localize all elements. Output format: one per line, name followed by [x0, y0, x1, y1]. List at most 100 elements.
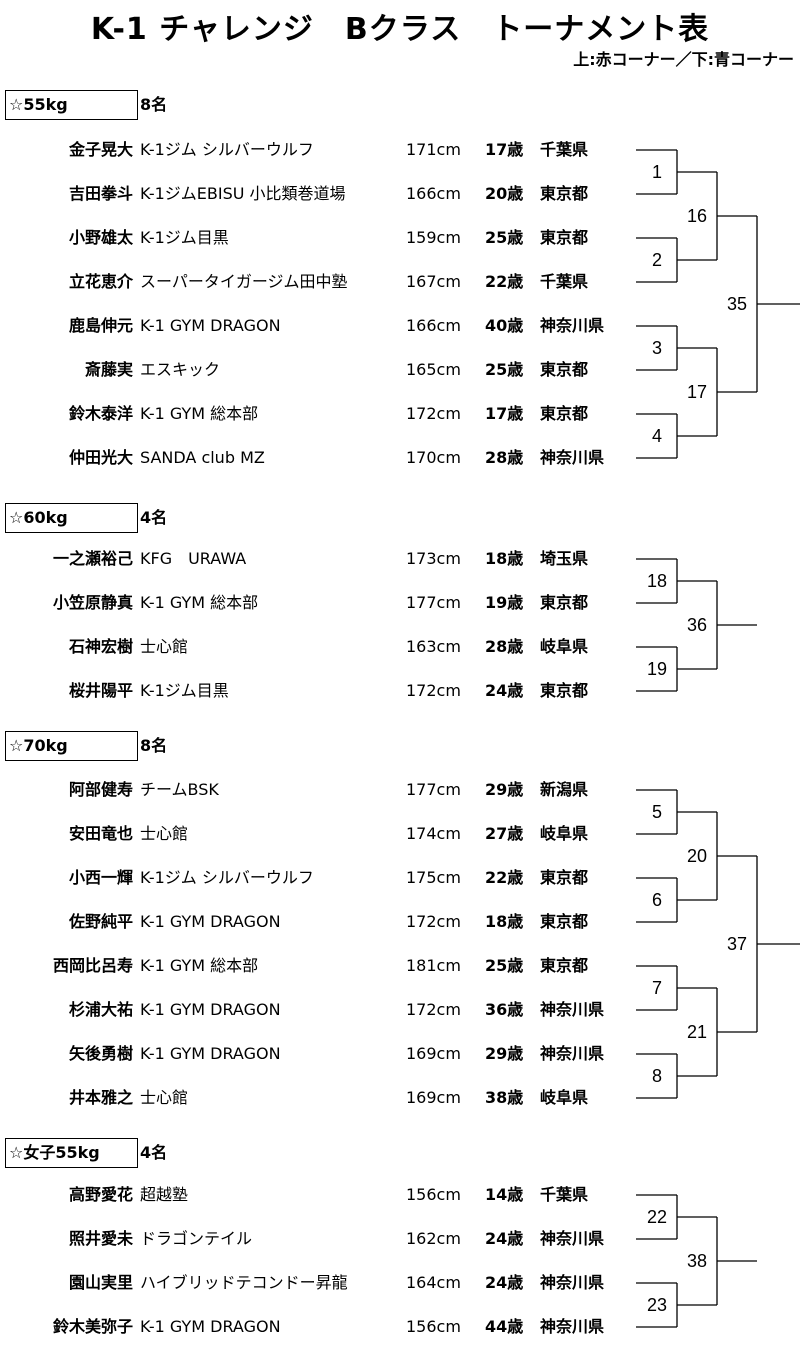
match-number: 37 — [727, 934, 747, 954]
player-gym: チームBSK — [140, 780, 219, 799]
player-height: 173cm — [406, 549, 461, 568]
entrant-count: 4名 — [140, 508, 168, 527]
player-age: 29歳 — [485, 780, 524, 799]
player-prefecture: 千葉県 — [540, 1185, 589, 1204]
player-prefecture: 千葉県 — [540, 272, 589, 291]
match-number: 18 — [647, 571, 667, 591]
player-height: 164cm — [406, 1273, 461, 1292]
match-number: 17 — [687, 382, 707, 402]
player-age: 24歳 — [485, 681, 524, 700]
player-height: 174cm — [406, 824, 461, 843]
player-prefecture: 神奈川県 — [540, 1229, 605, 1248]
player-name: 金子晃大 — [68, 140, 133, 159]
player-name: 小西一輝 — [68, 868, 133, 887]
player-prefecture: 東京都 — [540, 228, 589, 247]
player-prefecture: 神奈川県 — [540, 1273, 605, 1292]
player-age: 44歳 — [485, 1317, 524, 1336]
player-prefecture: 岐阜県 — [540, 637, 589, 656]
player-name: 石神宏樹 — [68, 637, 133, 656]
player-prefecture: 東京都 — [540, 956, 589, 975]
player-gym: 士心館 — [140, 1088, 189, 1107]
player-gym: 超越塾 — [140, 1185, 189, 1204]
player-prefecture: 東京都 — [540, 184, 589, 203]
player-gym: 士心館 — [140, 637, 189, 656]
player-prefecture: 埼玉県 — [540, 549, 589, 568]
player-name: 立花恵介 — [68, 272, 133, 291]
match-number: 5 — [652, 802, 662, 822]
entrant-count: 4名 — [140, 1143, 168, 1162]
page-title: K-1 チャレンジ Bクラス トーナメント表 — [90, 12, 710, 47]
weight-class-label: ☆55kg — [5, 90, 138, 120]
match-number: 19 — [647, 659, 667, 679]
player-prefecture: 千葉県 — [540, 140, 589, 159]
player-age: 28歳 — [485, 448, 524, 467]
match-number: 7 — [652, 978, 662, 998]
player-height: 166cm — [406, 316, 461, 335]
player-gym: K-1 GYM DRAGON — [140, 316, 281, 335]
player-name: 杉浦大祐 — [68, 1000, 133, 1019]
player-age: 25歳 — [485, 228, 524, 247]
player-prefecture: 東京都 — [540, 912, 589, 931]
player-height: 159cm — [406, 228, 461, 247]
player-height: 156cm — [406, 1185, 461, 1204]
player-gym: K-1 GYM DRAGON — [140, 1000, 281, 1019]
player-height: 172cm — [406, 404, 461, 423]
player-gym: SANDA club MZ — [140, 448, 265, 467]
player-height: 172cm — [406, 912, 461, 931]
match-number: 23 — [647, 1295, 667, 1315]
player-prefecture: 新潟県 — [540, 780, 589, 799]
player-height: 169cm — [406, 1088, 461, 1107]
player-gym: ドラゴンテイル — [140, 1229, 253, 1248]
player-height: 181cm — [406, 956, 461, 975]
match-number: 1 — [652, 162, 662, 182]
player-age: 29歳 — [485, 1044, 524, 1063]
player-height: 163cm — [406, 637, 461, 656]
player-age: 27歳 — [485, 824, 524, 843]
player-age: 24歳 — [485, 1273, 524, 1292]
match-number: 8 — [652, 1066, 662, 1086]
player-age: 40歳 — [485, 316, 524, 335]
player-height: 167cm — [406, 272, 461, 291]
player-prefecture: 東京都 — [540, 868, 589, 887]
player-name: 桜井陽平 — [68, 681, 133, 700]
player-gym: エスキック — [140, 360, 221, 379]
player-height: 166cm — [406, 184, 461, 203]
player-age: 25歳 — [485, 956, 524, 975]
player-age: 24歳 — [485, 1229, 524, 1248]
player-name: 小野雄太 — [68, 228, 133, 247]
player-name: 佐野純平 — [68, 912, 133, 931]
player-name: 一之瀬裕己 — [52, 549, 133, 568]
player-gym: K-1 GYM DRAGON — [140, 912, 281, 931]
match-number: 4 — [652, 426, 662, 446]
player-name: 小笠原静真 — [52, 593, 133, 612]
player-row: 佐野純平 K-1 GYM DRAGON 172cm 18歳東京都 — [0, 900, 800, 944]
player-age: 18歳 — [485, 912, 524, 931]
weight-class-label: ☆70kg — [5, 731, 138, 761]
player-height: 177cm — [406, 593, 461, 612]
player-prefecture: 神奈川県 — [540, 448, 605, 467]
player-age: 20歳 — [485, 184, 524, 203]
player-age: 38歳 — [485, 1088, 524, 1107]
player-age: 22歳 — [485, 272, 524, 291]
